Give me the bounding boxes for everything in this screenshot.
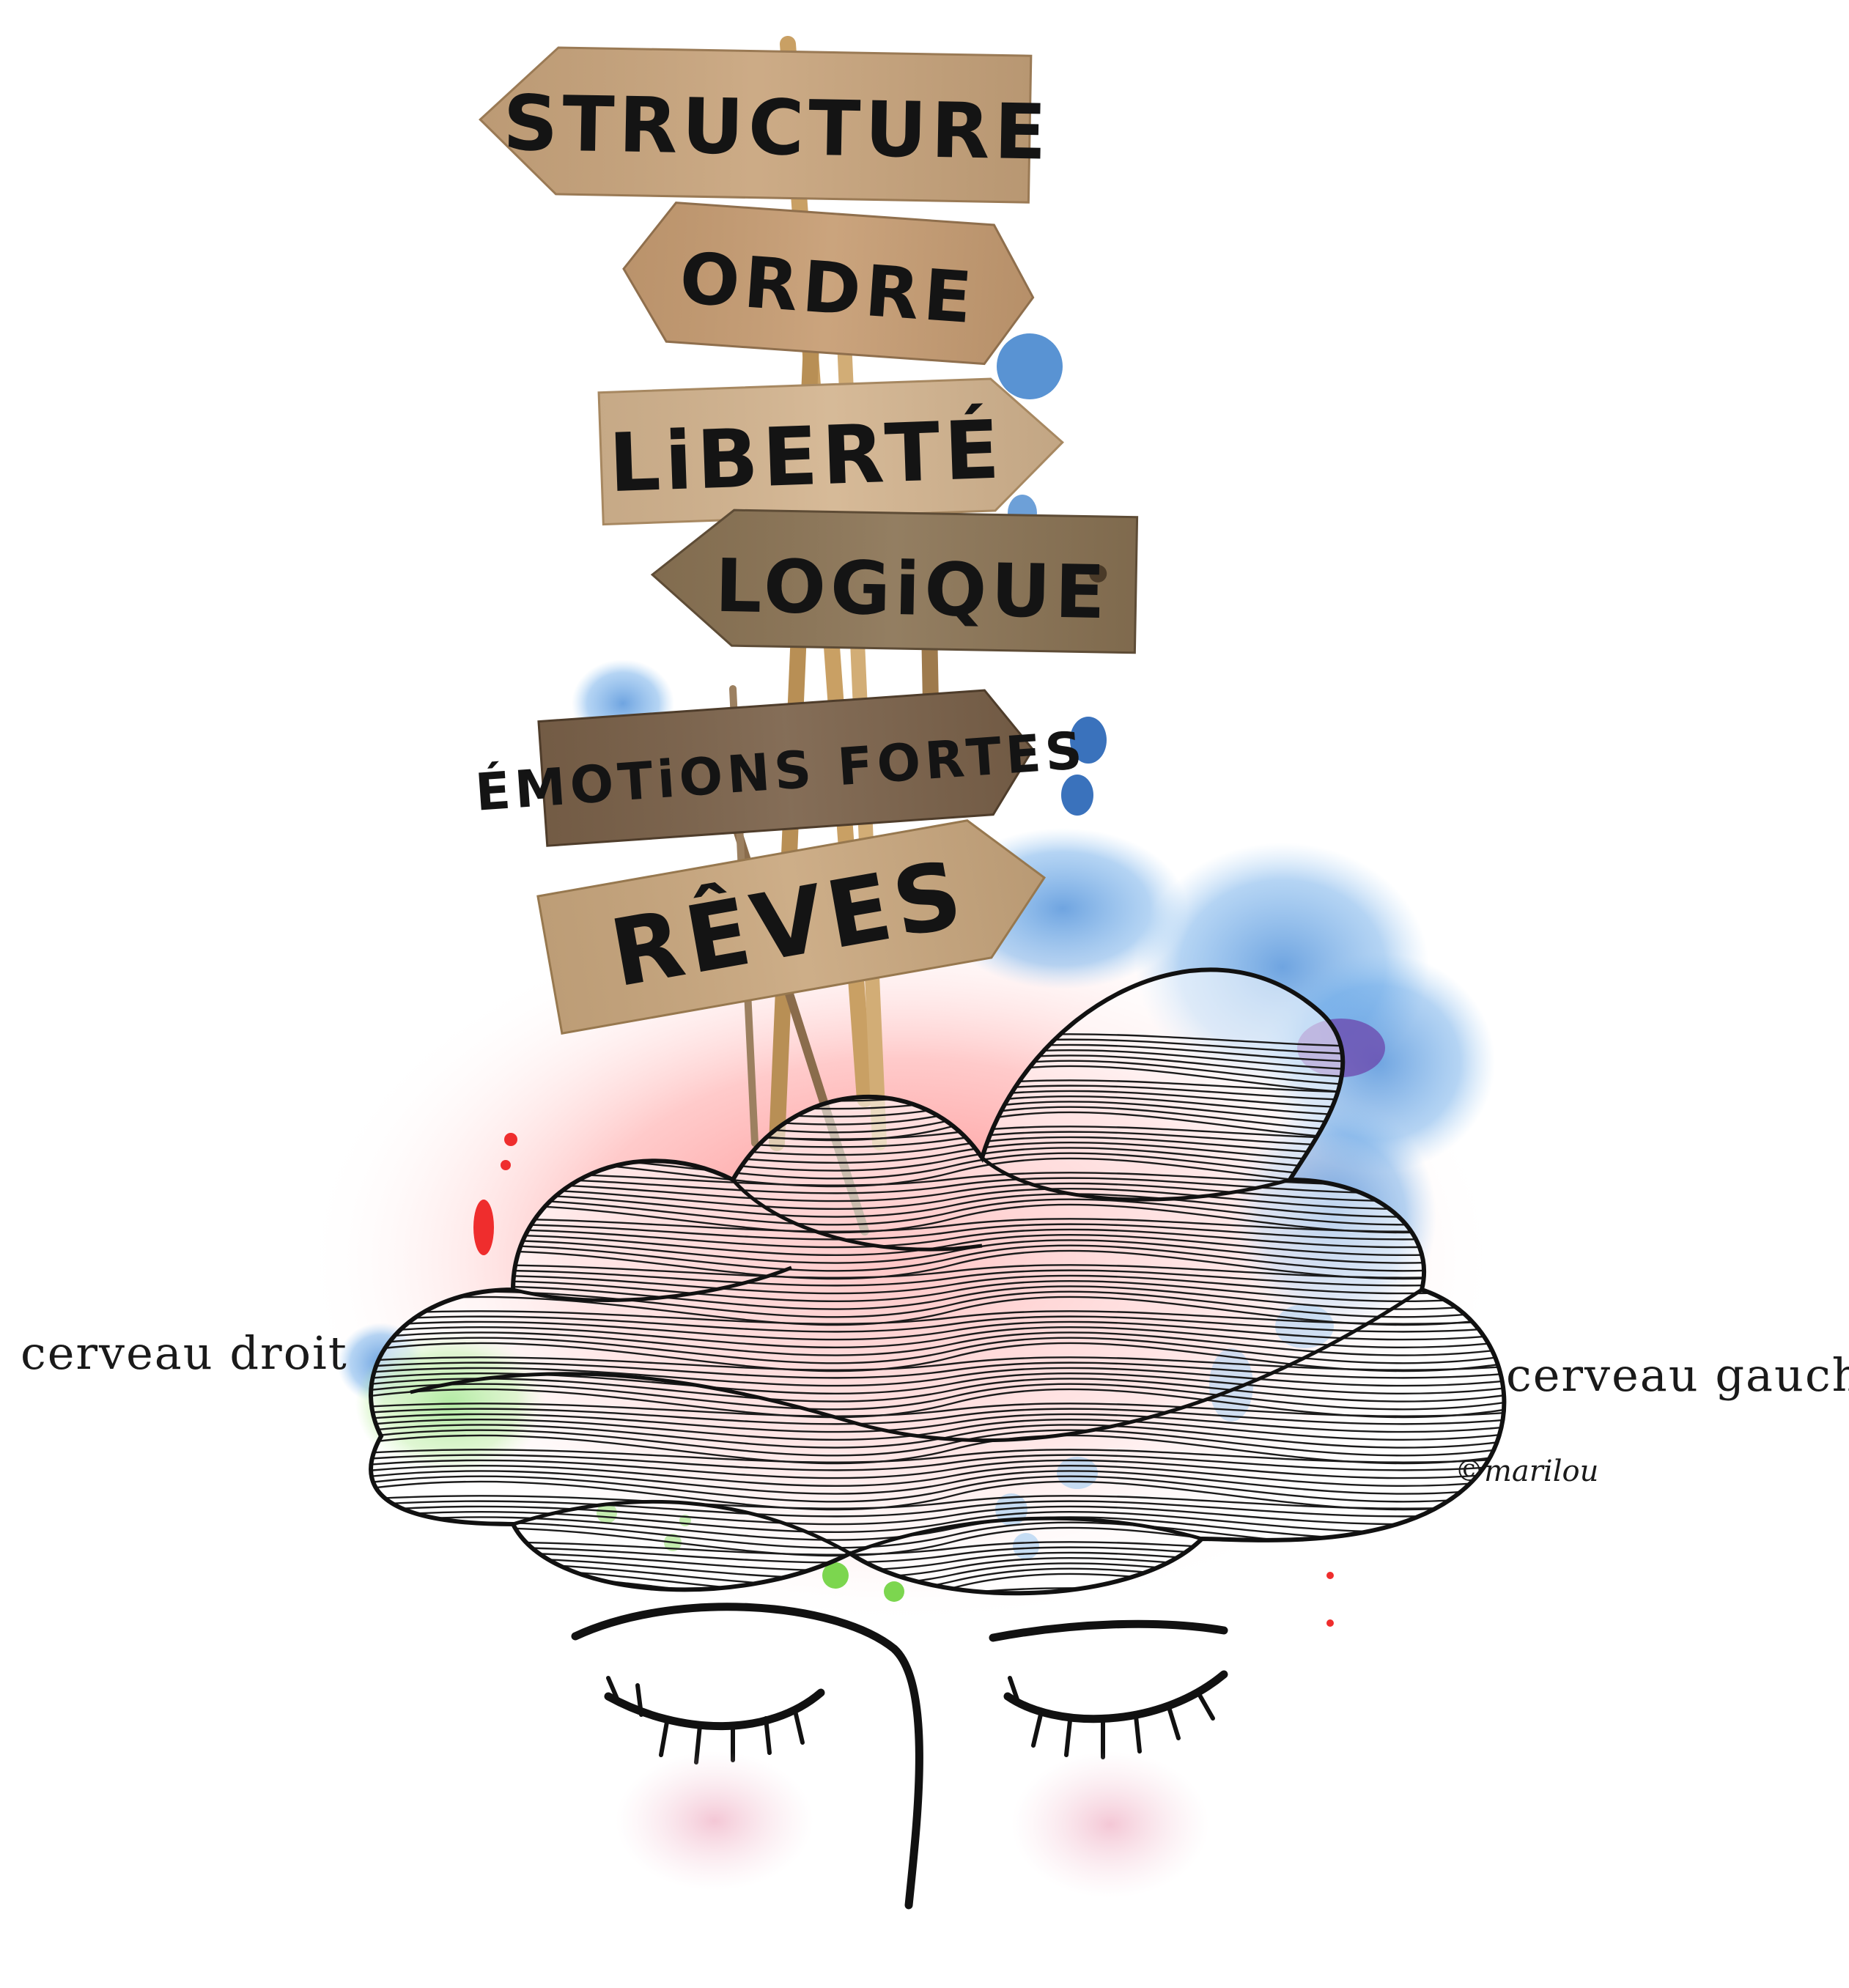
cloud-brain-icon: [369, 967, 1507, 1596]
sign-structure-label: STRUCTURE: [502, 78, 1051, 177]
right-cheek-blush: [1011, 1751, 1209, 1898]
label-cerveau-gauche: cerveau gauche: [1506, 1348, 1849, 1402]
sign-structure: STRUCTURE: [479, 46, 1052, 204]
sign-liberte-label: LiBERTÉ: [608, 402, 1005, 511]
sign-logique-label: LOGiQUE: [715, 543, 1110, 635]
right-eyebrow: [989, 1619, 1228, 1642]
left-cheek-blush: [616, 1751, 813, 1891]
closed-eye-icon: [604, 1676, 825, 1765]
sign-liberte: LiBERTÉ: [597, 377, 1064, 526]
artist-signature: ©marilou: [1455, 1455, 1599, 1488]
face: [571, 1603, 1228, 1910]
red-drops: [473, 1133, 1334, 1627]
sign-ordre: ORDRE: [622, 202, 1035, 366]
label-cerveau-droit: cerveau droit: [21, 1326, 348, 1380]
sign-logique: LOGiQUE: [650, 509, 1139, 654]
closed-eye-icon: [1003, 1670, 1228, 1759]
left-eyebrow: [571, 1603, 923, 1910]
sign-emotions-fortes: ÉMOTiONS FORTES: [473, 689, 1088, 847]
